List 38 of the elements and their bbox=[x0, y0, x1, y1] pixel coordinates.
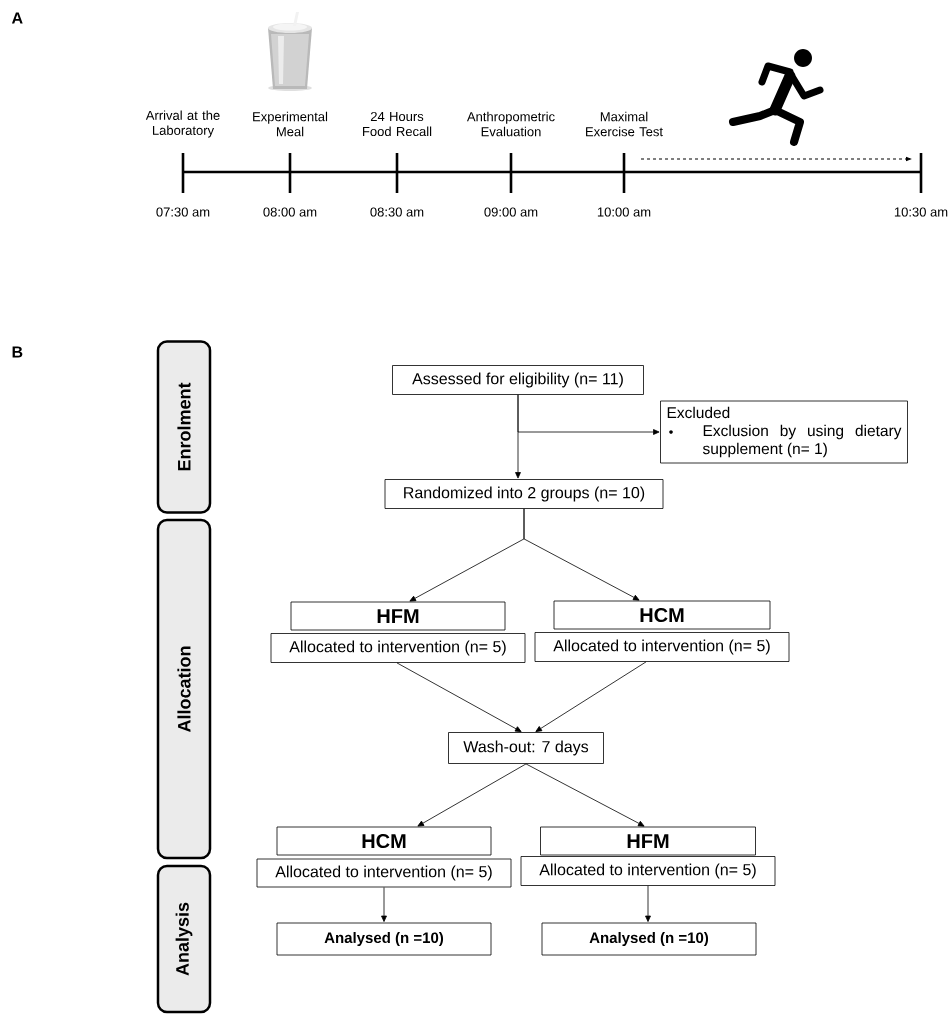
arrow bbox=[517, 394, 660, 435]
event-label: Maximal Exercise Test bbox=[586, 111, 663, 137]
group-box: HCM bbox=[276, 826, 492, 856]
event-label: Anthropometric Evaluation bbox=[466, 111, 555, 137]
process-box: Wash-out: 7 days bbox=[448, 732, 604, 764]
process-box: Allocated to intervention (n= 5) bbox=[256, 858, 512, 888]
result-box: Analysed (n =10) bbox=[541, 922, 757, 956]
group-box: HCM bbox=[553, 600, 771, 630]
group-box: HFM bbox=[290, 601, 506, 631]
time-label: 08:30 am bbox=[370, 207, 424, 217]
process-box: Assessed for eligibility (n= 11) bbox=[392, 365, 644, 395]
group-box: HFM bbox=[540, 826, 756, 856]
arrow bbox=[525, 763, 645, 827]
process-box: Randomized into 2 groups (n= 10) bbox=[384, 479, 664, 509]
arrow bbox=[417, 763, 527, 827]
arrow bbox=[535, 661, 647, 732]
time-label: 10:30 am bbox=[894, 207, 948, 217]
phase-band: Analysis bbox=[156, 864, 212, 1014]
time-label: 09:00 am bbox=[484, 207, 538, 217]
phase-band: Allocation bbox=[156, 518, 212, 860]
time-label: 07:30 am bbox=[156, 207, 210, 217]
panel-letter: A bbox=[11, 12, 23, 24]
event-label: Arrival at the Laboratory bbox=[145, 110, 220, 138]
process-box: Allocated to intervention (n= 5) bbox=[270, 633, 526, 663]
event-label: 24 Hours Food Recall bbox=[363, 111, 432, 137]
process-box: Allocated to intervention (n= 5) bbox=[534, 632, 790, 662]
panel-letter: B bbox=[12, 346, 23, 358]
arrow bbox=[523, 508, 640, 601]
time-label: 08:00 am bbox=[263, 207, 317, 217]
exclusion-box: Excluded Exclusion by using dietary supplement (n= 1) bbox=[660, 400, 908, 464]
result-box: Analysed (n =10) bbox=[276, 922, 492, 956]
time-label: 10:00 am bbox=[597, 207, 651, 217]
arrow bbox=[381, 887, 387, 922]
process-box: Allocated to intervention (n= 5) bbox=[520, 856, 776, 886]
arrow bbox=[645, 885, 651, 922]
phase-band: Enrolment bbox=[156, 340, 212, 514]
event-label: Experimental Meal bbox=[253, 111, 328, 137]
arrow bbox=[396, 662, 522, 732]
